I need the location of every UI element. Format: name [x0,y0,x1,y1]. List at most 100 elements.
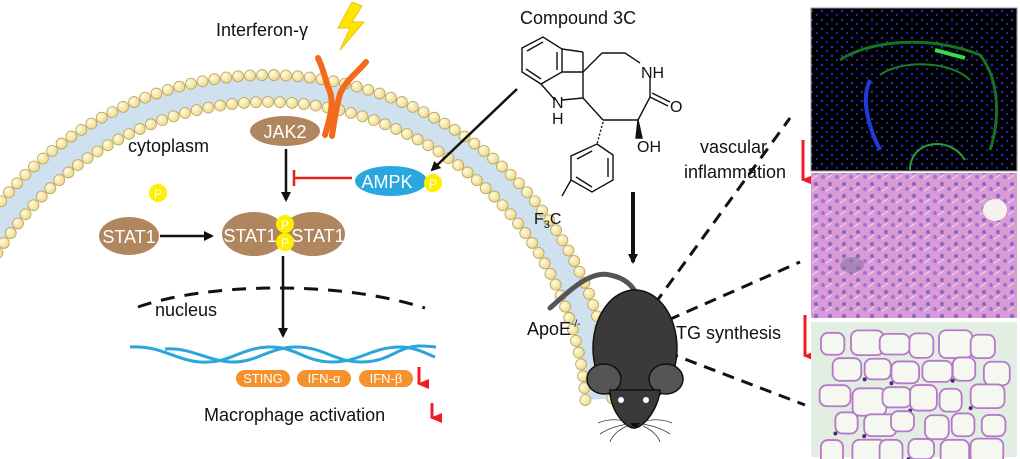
inner-lipid-head [575,358,587,371]
inner-lipid-head [566,323,579,336]
inner-lipid-head [167,110,180,123]
outer-lipid-head [513,177,525,190]
inner-lipid-head [238,97,250,109]
inner-lipid-head [250,96,262,109]
inner-lipid-head [526,237,539,249]
dna-helix [129,344,437,364]
nucleus-dot [889,381,894,386]
inner-lipid-head [179,107,191,119]
inner-lipid-head [156,114,169,127]
outer-lipid-head [373,87,386,100]
adipocyte [819,439,844,459]
compound-title: Compound 3C [520,8,636,28]
jak2-protein: JAK2 [250,116,320,146]
gene-label-0: STING [243,371,283,386]
adipocyte [907,438,935,459]
adipocyte [851,387,888,417]
inner-lipid-head [367,114,380,127]
inner-lipid-head [432,145,445,158]
stat1-monomer: STAT1 [99,217,159,255]
outer-lipid-head [3,186,15,199]
inner-lipid-head [452,159,465,172]
inner-lipid-head [470,174,483,187]
mouse-model-label: ApoE-/- [527,319,581,339]
outer-lipid-head [220,71,233,84]
dimer-phospho-bottom: P [281,236,289,250]
ampk-inhibition [292,170,352,186]
outer-lipid-head [55,137,68,150]
outer-lipid-head [150,87,163,100]
inner-lipid-head [214,99,227,112]
interferon-receptor [315,55,369,139]
inner-lipid-head [202,101,215,114]
outer-lipid-head [487,152,499,165]
outer-lipid-head [536,204,549,217]
macrophage-activation-label: Macrophage activation [204,405,385,425]
adipocyte [820,331,846,356]
adipocyte [938,329,974,359]
nucleus-dot [833,431,838,436]
outer-lipid-head [568,255,581,267]
vascular-label-line1: vascular [700,137,767,157]
adipocyte [863,357,892,381]
inner-lipid-head [570,335,582,347]
indole-h-label: H [552,111,564,128]
inner-lipid-head [226,98,239,110]
outer-lipid-head [291,70,304,83]
inner-lipid-head [112,133,125,146]
adipocyte [831,357,863,382]
inner-lipid-head [345,107,357,119]
gene-pill [236,370,290,387]
inner-lipid-head [504,208,517,221]
outer-lipid-head [256,69,268,81]
inner-lipid-head [538,257,551,270]
compound-to-ampk-arrow [430,88,518,172]
outer-lipid-head [448,124,461,136]
adipocyte [921,359,954,383]
liver-he-panel [811,173,1017,318]
adipocyte [982,360,1011,387]
outer-lipid-head [173,80,186,93]
jak2-label: JAK2 [263,122,306,142]
inner-lipid-head [390,123,403,135]
adipocyte [950,412,976,438]
indole-n-label: N [552,95,564,112]
inner-lipid-head [544,267,557,280]
nuclear-envelope [137,286,426,310]
inner-lipid-head [4,227,17,239]
inner-lipid-head [519,227,532,239]
adipocyte [881,386,913,409]
free-phospho-label: P [154,187,162,201]
adipocyte [939,438,971,459]
inner-lipid-head [356,110,369,123]
outer-lipid-head [406,100,419,113]
hydroxyl-label: OH [637,139,661,156]
outer-lipid-head [428,111,441,124]
nucleus-dot [950,378,955,383]
outer-lipid-head [0,195,8,208]
adipose-he-panel [811,322,1017,459]
inner-lipid-head [0,247,4,259]
outer-lipid-head [477,144,490,157]
adipocyte [890,410,915,433]
inner-lipid-head [145,118,157,131]
inner-lipid-head [411,133,424,146]
stat1-dimer-left-label: STAT1 [223,226,276,246]
interferon-gamma-label: Interferon-γ [216,20,308,40]
nucleus-dot [862,377,867,382]
adipocyte [834,411,859,435]
ampk-label: AMPK [361,172,412,192]
adipocyte [850,329,885,357]
inner-lipid-head [461,166,474,179]
outer-lipid-head [280,69,292,82]
cytoplasm-label: cytoplasm [128,136,209,156]
adipocyte [938,387,963,413]
aorta-immunofluorescence-panel [810,7,1018,172]
stat1-label: STAT1 [102,227,155,247]
outer-lipid-head [11,177,23,190]
inner-lipid-head [91,145,104,158]
inner-lipid-head [512,217,524,230]
adipocyte [924,414,950,441]
outer-lipid-head [196,75,209,88]
